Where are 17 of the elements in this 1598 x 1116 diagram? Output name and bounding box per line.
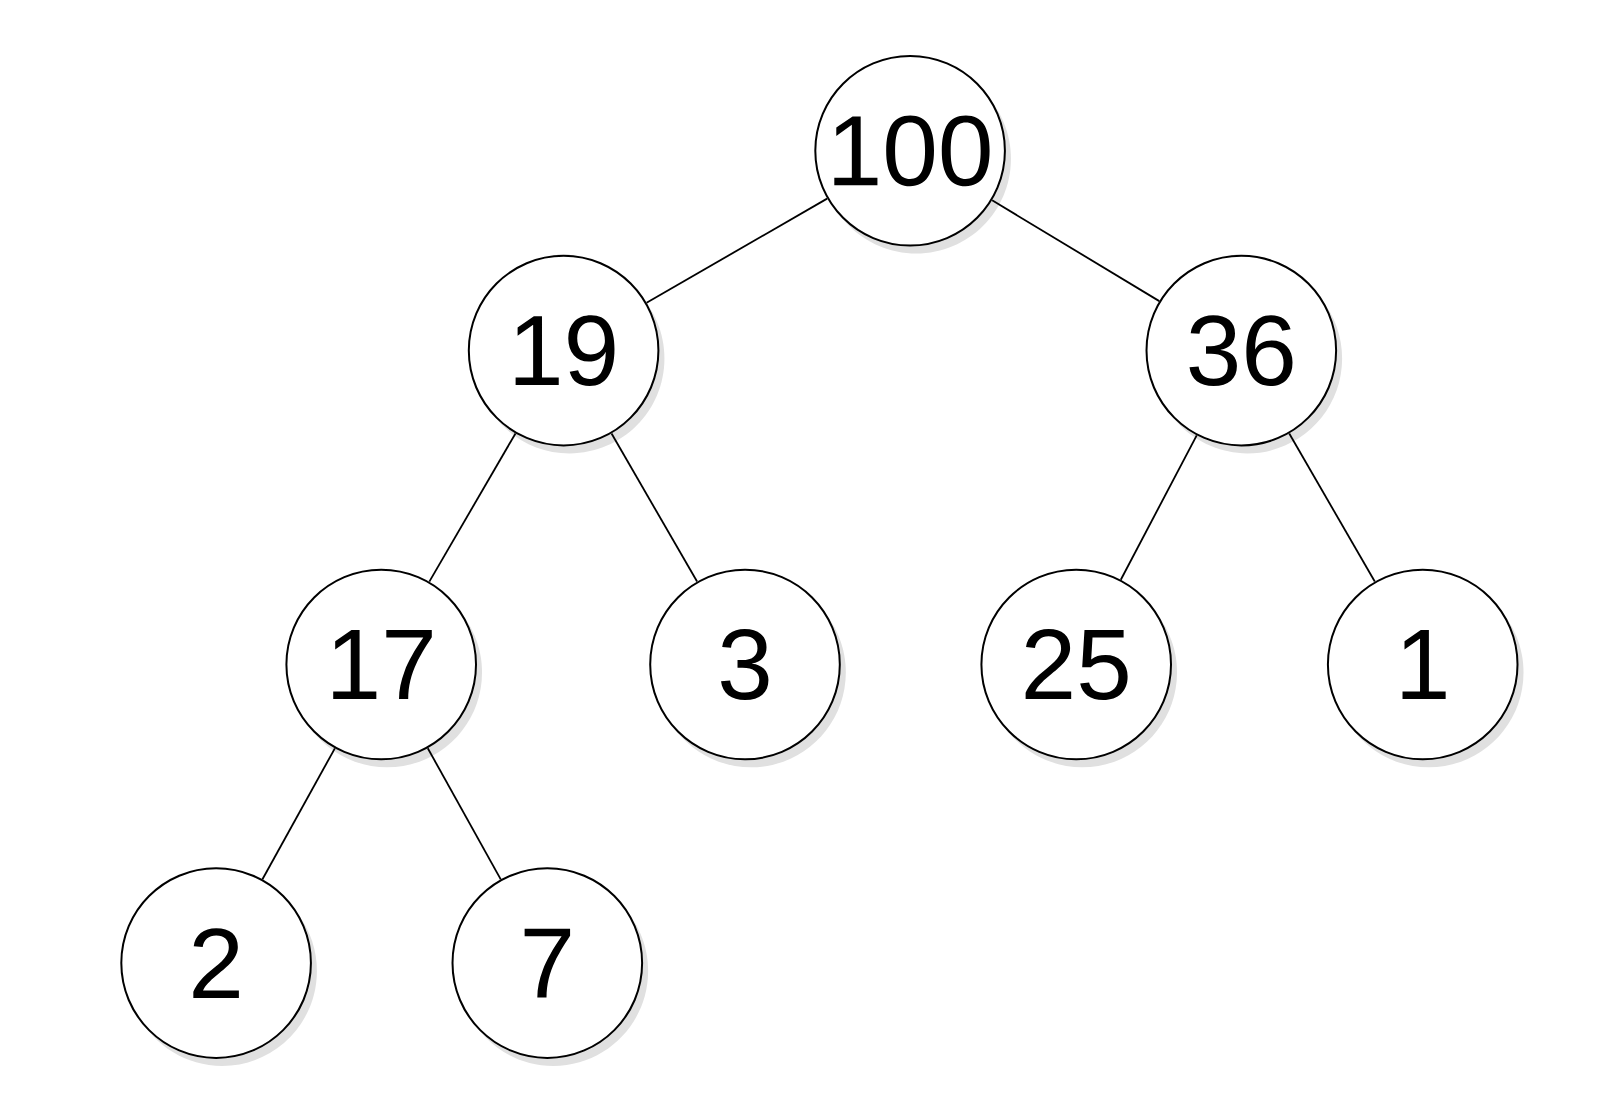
tree-node: 2: [120, 867, 317, 1066]
tree-edge: [1288, 432, 1376, 583]
tree-edge: [428, 432, 517, 583]
tree-node: 36: [1145, 254, 1343, 454]
tree-node: 17: [285, 568, 482, 768]
tree-edge: [1119, 434, 1198, 581]
tree-node: 1: [1326, 568, 1524, 768]
tree-node: 7: [451, 867, 649, 1066]
tree-node: 3: [649, 568, 846, 768]
tree-edge: [426, 747, 502, 881]
tree-edge: [645, 197, 828, 304]
tree-edge: [261, 747, 336, 881]
tree-node: 25: [980, 568, 1177, 768]
tree-node: 19: [467, 254, 665, 454]
tree-node: 100: [814, 55, 1011, 254]
tree-edge: [610, 432, 698, 583]
tree-edge: [991, 199, 1161, 302]
